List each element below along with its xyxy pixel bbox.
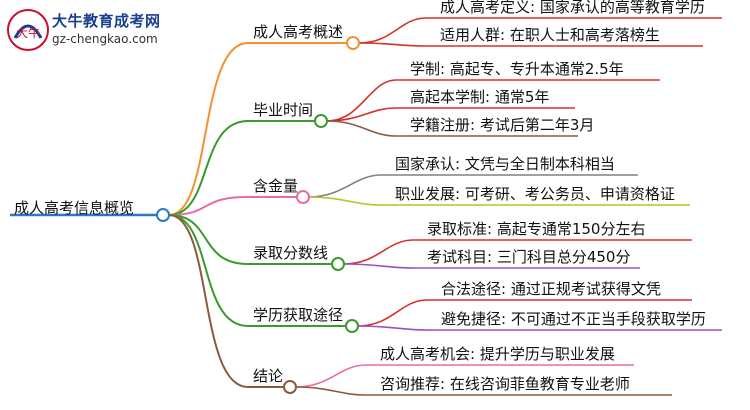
leaf-edge — [343, 239, 414, 265]
logo-title: 大牛教育成考网 — [52, 12, 161, 30]
branch-node — [345, 319, 359, 333]
branch-node — [346, 36, 360, 50]
leaf-edge — [295, 364, 367, 388]
branch-edge — [168, 42, 249, 216]
logo-mark-icon: 大牛 — [7, 9, 49, 51]
leaf-edge — [343, 263, 414, 269]
branch-edge — [168, 120, 249, 216]
leaf-edge — [358, 17, 427, 44]
branch-node — [331, 257, 345, 271]
leaf-edge — [357, 299, 428, 327]
branch-node — [314, 114, 328, 128]
leaf-label: 避免捷径: 不可通过不正当手段获取学历 — [441, 310, 706, 328]
leaf-edge — [326, 79, 397, 122]
leaf-edge — [295, 386, 367, 396]
branch-edge — [168, 214, 249, 388]
leaf-label: 国家承认: 文凭与全日制本科相当 — [395, 155, 615, 173]
branch-node — [283, 380, 297, 394]
site-logo[interactable]: 大牛 大牛教育成考网 gz-chengkao.com — [4, 8, 204, 52]
branch-label: 毕业时间 — [253, 101, 313, 119]
branch-edge — [168, 214, 249, 265]
logo-url: gz-chengkao.com — [52, 32, 158, 46]
leaf-label: 成人高考机会: 提升学历与职业发展 — [380, 345, 615, 363]
leaf-edge — [358, 42, 427, 47]
branch-edge — [168, 214, 249, 327]
branch-edge — [168, 196, 249, 216]
leaf-label: 录取标准: 高起专通常150分左右 — [427, 220, 645, 238]
leaf-edge — [308, 174, 382, 198]
branch-label: 结论 — [253, 367, 283, 385]
leaf-edge — [357, 325, 428, 331]
leaf-label: 学制: 高起专、专升本通常2.5年 — [410, 60, 624, 78]
leaf-label: 适用人群: 在职人士和高考落榜生 — [440, 26, 660, 44]
root-label: 成人高考信息概览 — [14, 199, 134, 217]
branch-label: 含金量 — [253, 177, 298, 195]
leaf-label: 合法途径: 通过正规考试获得文凭 — [441, 280, 661, 298]
branch-label: 学历获取途径 — [253, 306, 343, 324]
leaf-label: 学籍注册: 考试后第二年3月 — [410, 116, 594, 134]
leaf-label: 咨询推荐: 在线咨询菲鱼教育专业老师 — [380, 375, 630, 393]
leaf-edge — [326, 120, 397, 137]
edges-layer — [10, 17, 722, 396]
branch-label: 成人高考概述 — [253, 23, 343, 41]
leaf-label: 职业发展: 可考研、考公务员、申请资格证 — [395, 185, 675, 203]
root-node — [156, 208, 170, 222]
branch-label: 录取分数线 — [253, 244, 328, 262]
branch-node — [296, 190, 310, 204]
leaf-label: 成人高考定义: 国家承认的高等教育学历 — [440, 0, 705, 16]
leaf-edge — [308, 196, 382, 206]
leaf-label: 考试科目: 三门科目总分450分 — [427, 248, 630, 266]
leaf-label: 高起本学制: 通常5年 — [410, 88, 549, 106]
logo-mark-text: 大牛 — [16, 25, 40, 40]
